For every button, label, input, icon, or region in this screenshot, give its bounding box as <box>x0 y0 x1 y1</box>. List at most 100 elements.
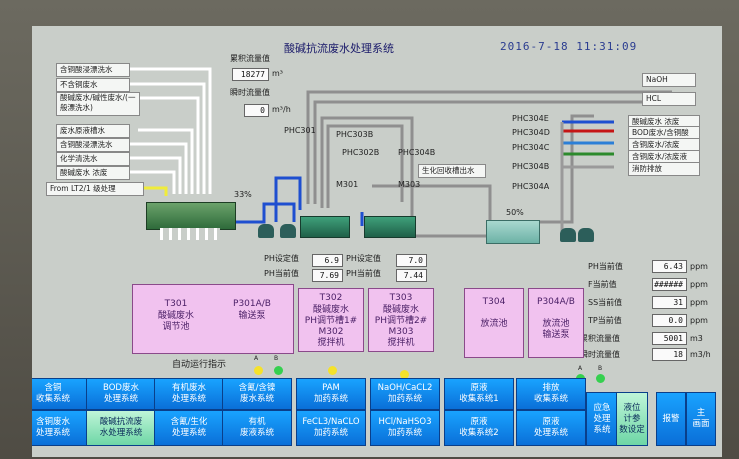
ph-set-value-2[interactable]: 7.0 <box>396 254 427 267</box>
reading-unit-1: ppm <box>690 262 708 271</box>
status-lamp-icon <box>328 366 337 375</box>
unit-code-t303: T303 <box>389 293 413 303</box>
phc303-label: PHC303B <box>336 130 374 139</box>
nav-button-top-8[interactable]: 排放 收集系统 <box>516 378 586 410</box>
unit-p304[interactable]: P304A/B 放流池 输送泵 <box>528 288 584 358</box>
nav-button-bottom-7[interactable]: 原液 收集系统2 <box>444 410 514 446</box>
reading-value-2: ###### <box>652 278 687 291</box>
nav-button-top-7[interactable]: 原液 收集系统1 <box>444 378 514 410</box>
ph-cur-label-1: PH当前值 <box>264 269 299 278</box>
unit-code-p301: P301A/B <box>233 299 271 309</box>
unit-t302[interactable]: T302 酸碱废水 PH调节槽1# M302 搅拌机 <box>298 288 364 352</box>
lamp-a-label: A <box>254 355 259 362</box>
hcl-output-label: HCL <box>642 92 696 106</box>
ph-out-code-4: PHC304B <box>512 162 550 171</box>
inflow-rate-value: 0 <box>244 104 269 117</box>
unit-code-t301: T301 <box>164 299 188 309</box>
reading-unit-5: m3 <box>690 334 703 343</box>
ph-adjust-tank-1 <box>300 216 350 238</box>
ph-out-code-5: PHC304A <box>512 182 550 191</box>
nav-button-top-4[interactable]: 含氰/含镍 废水系统 <box>222 378 292 410</box>
ph-cur-label-2: PH当前值 <box>346 269 381 278</box>
source-label-6: 化学清洗水 <box>56 152 130 166</box>
hmi-screen: 酸碱抗流废水处理系统 2016-7-18 11:31:09 累积流量值 1827… <box>32 26 722 457</box>
nav-button-bottom-2[interactable]: 酸碱抗流废 水处理系统 <box>86 410 156 446</box>
tank-level-1: 33% <box>234 190 252 199</box>
status-lamp-icon <box>254 366 263 375</box>
reading-label-3: SS当前值 <box>588 298 623 307</box>
reading-value-1: 6.43 <box>652 260 687 273</box>
pipe-diagram <box>128 67 672 238</box>
nav-button-top-1[interactable]: 含铜 收集系统 <box>32 378 88 410</box>
nav-button-bottom-6[interactable]: HCl/NaHSO3 加药系统 <box>370 410 440 446</box>
ph-adjust-tank-2 <box>364 216 416 238</box>
nav-button-top-2[interactable]: BOD废水 处理系统 <box>86 378 156 410</box>
nav-button-top-5[interactable]: PAM 加药系统 <box>296 378 366 410</box>
nav-button-bottom-5[interactable]: FeCL3/NaCLO 加药系统 <box>296 410 366 446</box>
inflow-flow-label: 累积流量值 <box>230 54 270 63</box>
status-lamp-icon <box>274 366 283 375</box>
reading-unit-3: ppm <box>690 298 708 307</box>
inflow-flow-unit: m³ <box>272 69 283 78</box>
ph-set-value-1[interactable]: 6.9 <box>312 254 343 267</box>
source-label-4: 废水原液槽水 <box>56 124 130 138</box>
pump-icon[interactable] <box>258 224 274 238</box>
pump-icon[interactable] <box>280 224 296 238</box>
nav-button-bottom-8[interactable]: 原液 处理系统 <box>516 410 586 446</box>
reading-value-5: 5001 <box>652 332 687 345</box>
nav-button-bottom-4[interactable]: 有机 废液系统 <box>222 410 292 446</box>
page-title: 酸碱抗流废水处理系统 <box>284 42 394 55</box>
side-button-1[interactable]: 应急 处理 系统 <box>586 392 618 446</box>
reading-label-1: PH当前值 <box>588 262 623 271</box>
pump-icon[interactable] <box>578 228 594 242</box>
unit-name-t303: 酸碱废水 PH调节槽2# M303 搅拌机 <box>374 305 428 348</box>
unit-name-p304: 放流池 输送泵 <box>542 319 570 340</box>
nav-button-top-6[interactable]: NaOH/CaCL2 加药系统 <box>370 378 440 410</box>
source-label-7: 酸碱废水 浓废 <box>56 166 130 180</box>
mixer-m303-label: M303 <box>398 180 421 189</box>
tank-level-2: 50% <box>506 208 524 217</box>
unit-t301-p301[interactable]: T301 酸碱废水 调节池 P301A/B 输送泵 <box>132 284 294 354</box>
auto-run-label: 自动运行指示 <box>172 360 227 370</box>
source-label-2: 不含铜废水 <box>56 78 130 92</box>
lamp-a2-label: A <box>578 365 583 372</box>
lamp-b-label: B <box>274 355 279 362</box>
reading-unit-2: ppm <box>690 280 708 289</box>
inflow-rate-label: 瞬时流量值 <box>230 88 270 97</box>
datetime-display: 2016-7-18 11:31:09 <box>500 40 638 53</box>
side-button-4[interactable]: 主 画面 <box>686 392 716 446</box>
reading-unit-6: m3/h <box>690 350 711 359</box>
phc301-label: PHC301 <box>284 126 316 135</box>
ph-out-label-5: 消防排放 <box>628 162 700 176</box>
pump-icon[interactable] <box>560 228 576 242</box>
unit-name-t302: 酸碱废水 PH调节槽1# M302 搅拌机 <box>304 305 358 348</box>
unit-name-p301: 输送泵 <box>238 311 266 321</box>
lamp-b2-label: B <box>598 365 603 372</box>
unit-code-t302: T302 <box>319 293 343 303</box>
ph-cur-value-2: 7.44 <box>396 269 427 282</box>
unit-name-t301: 酸碱废水 调节池 <box>157 311 194 332</box>
reading-label-2: F当前值 <box>588 280 617 289</box>
unit-t303[interactable]: T303 酸碱废水 PH调节槽2# M303 搅拌机 <box>368 288 434 352</box>
feed-label: 生化回收槽出水 <box>418 164 486 178</box>
unit-code-p304: P304A/B <box>537 297 575 307</box>
reading-label-5: 累积流量值 <box>580 334 620 343</box>
side-button-2[interactable]: 液位 计参 数设定 <box>616 392 648 446</box>
phc304-label: PHC304B <box>398 148 436 157</box>
nav-button-bottom-1[interactable]: 含铜废水 处理系统 <box>32 410 88 446</box>
reading-value-4: 0.0 <box>652 314 687 327</box>
ph-set-label-2: PH设定值 <box>346 254 381 263</box>
inflow-rate-unit: m³/h <box>272 105 291 114</box>
side-button-3[interactable]: 报警 <box>656 392 686 446</box>
nav-button-top-3[interactable]: 有机废水 处理系统 <box>154 378 224 410</box>
unit-t304[interactable]: T304 放流池 <box>464 288 524 358</box>
reading-unit-4: ppm <box>690 316 708 325</box>
phc302-label: PHC302B <box>342 148 380 157</box>
nav-button-bottom-3[interactable]: 含氰/生化 处理系统 <box>154 410 224 446</box>
discharge-tank <box>486 220 540 244</box>
ph-out-code-1: PHC304E <box>512 114 549 123</box>
reading-value-3: 31 <box>652 296 687 309</box>
status-lamp-icon <box>596 374 605 383</box>
ph-out-code-3: PHC304C <box>512 143 550 152</box>
ph-cur-value-1: 7.69 <box>312 269 343 282</box>
